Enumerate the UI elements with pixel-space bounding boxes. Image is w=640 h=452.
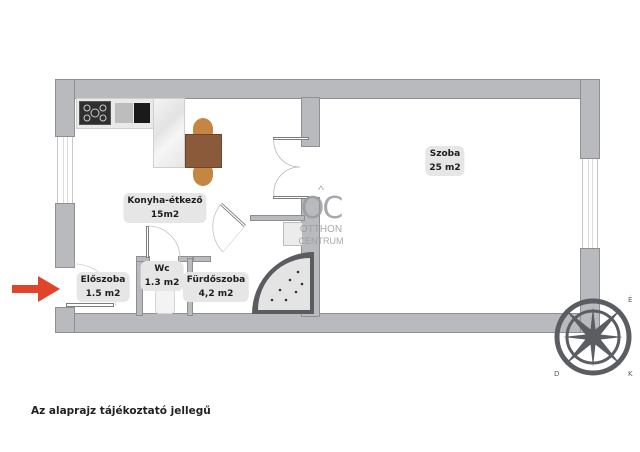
- wall-diagonal-corridor: [250, 215, 305, 221]
- compass-south-letter: K: [628, 370, 633, 378]
- room-area: 4,2 m2: [198, 289, 234, 299]
- disclaimer-note: Az alaprajz tájékoztató jellegű: [31, 405, 211, 417]
- window-right: [582, 159, 598, 248]
- room-name: Előszoba: [80, 275, 126, 285]
- room-area: 25 m2: [429, 163, 461, 173]
- room-name: Konyha-étkező: [127, 196, 203, 206]
- door-swing-szoba: [273, 138, 301, 197]
- room-area: 1.5 m2: [85, 289, 121, 299]
- wall-bottom: [55, 313, 600, 333]
- wall-left-lower: [55, 307, 75, 333]
- wall-top: [55, 79, 600, 99]
- wall-furdo-top: [193, 256, 211, 262]
- door-wc[interactable]: [146, 226, 149, 258]
- room-label-szoba: Szoba 25 m2: [425, 146, 465, 176]
- wall-divider-upper: [301, 97, 320, 147]
- watermark-line2: CENTRUM: [298, 236, 344, 246]
- boiler-icon: [283, 222, 303, 246]
- watermark: ^ OC OTTHON CENTRUM: [296, 183, 346, 247]
- compass-north-letter: É: [628, 295, 632, 304]
- dining-chair-bottom: [193, 164, 213, 186]
- room-name: Szoba: [429, 149, 461, 159]
- door-szoba-upper[interactable]: [273, 137, 309, 140]
- stove-icon: [79, 101, 111, 125]
- sink-icon: [115, 103, 133, 123]
- watermark-line1: OTTHON: [299, 224, 343, 235]
- window-left: [57, 137, 73, 203]
- compass-west-letter: D: [554, 370, 559, 378]
- door-szoba-lower[interactable]: [273, 196, 309, 199]
- corner-bathtub-icon: [252, 252, 314, 314]
- room-label-konyha: Konyha-étkező 15m2: [123, 193, 207, 223]
- watermark-logo: OC: [300, 191, 344, 226]
- dining-table-icon: [185, 134, 222, 168]
- room-label-wc: Wc 1.3 m2: [140, 261, 184, 291]
- wall-left-upper: [55, 79, 75, 137]
- fridge-icon: [134, 103, 150, 123]
- room-name: Fürdőszoba: [186, 275, 246, 285]
- room-name: Wc: [154, 264, 170, 274]
- door-furdo[interactable]: [205, 200, 265, 260]
- door-entrance[interactable]: [66, 303, 114, 307]
- room-label-eloszoba: Előszoba 1.5 m2: [76, 272, 130, 302]
- entrance-arrow-icon: [12, 276, 60, 302]
- marble-island: [153, 98, 185, 168]
- room-area: 1.3 m2: [144, 278, 180, 288]
- room-label-furdo: Fürdőszoba 4,2 m2: [182, 272, 250, 302]
- wall-left-middle: [55, 203, 75, 268]
- compass-rose-icon: É D K: [554, 295, 633, 378]
- wall-right-upper: [580, 79, 600, 159]
- door-swing-wc: [147, 225, 181, 259]
- room-area: 15m2: [150, 210, 180, 220]
- watermark-roof-icon: ^: [318, 183, 324, 197]
